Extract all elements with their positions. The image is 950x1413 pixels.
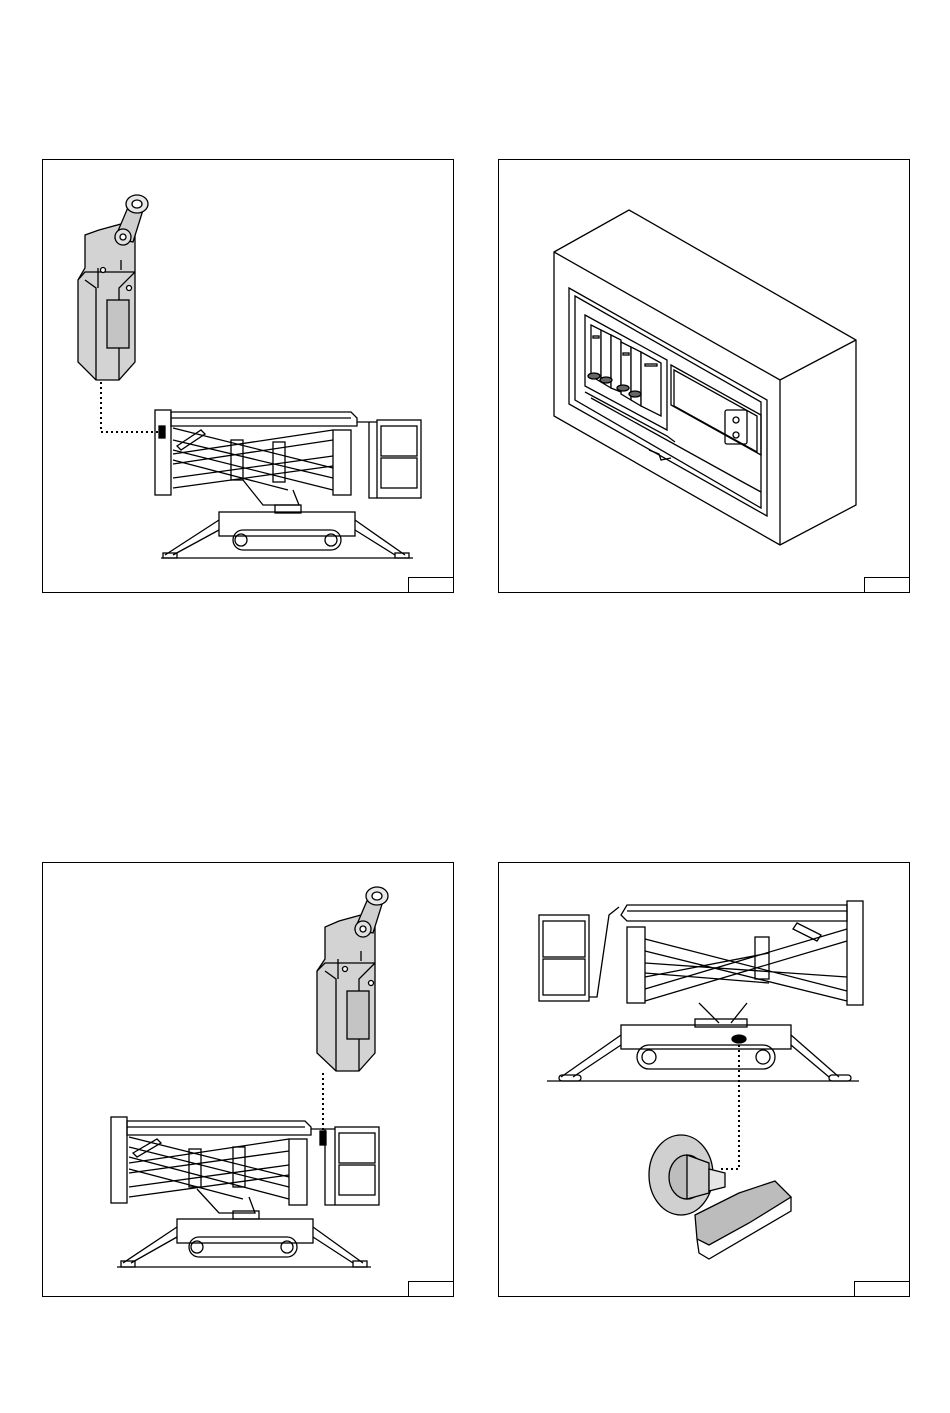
- limit-switch-icon: [317, 887, 388, 1071]
- aerial-platform-icon: [155, 410, 421, 558]
- leader-dotted-line: [101, 382, 159, 432]
- aerial-platform-icon: [111, 1117, 379, 1267]
- tilt-sensor-icon: [649, 1135, 791, 1259]
- figure-3-illustration: [43, 863, 455, 1298]
- figure-tag: [408, 1281, 454, 1297]
- figure-tilt-sensor: [498, 862, 910, 1297]
- figure-limit-switch-basket-end: [42, 862, 454, 1297]
- aerial-platform-icon: [539, 901, 863, 1081]
- figure-tag: [854, 1281, 910, 1297]
- figure-limit-switch-boom-rear: [42, 159, 454, 593]
- control-box-icon: [554, 210, 856, 545]
- leader-dotted-line: [721, 1045, 739, 1169]
- figure-tag: [408, 577, 454, 593]
- socket-icon: [725, 410, 747, 444]
- switch-location-marker: [159, 426, 165, 438]
- figure-control-box: [498, 159, 910, 593]
- figure-2-illustration: [499, 160, 911, 594]
- figure-1-illustration: [43, 160, 455, 594]
- figure-4-illustration: [499, 863, 911, 1298]
- figure-tag: [864, 577, 910, 593]
- limit-switch-icon: [78, 195, 148, 380]
